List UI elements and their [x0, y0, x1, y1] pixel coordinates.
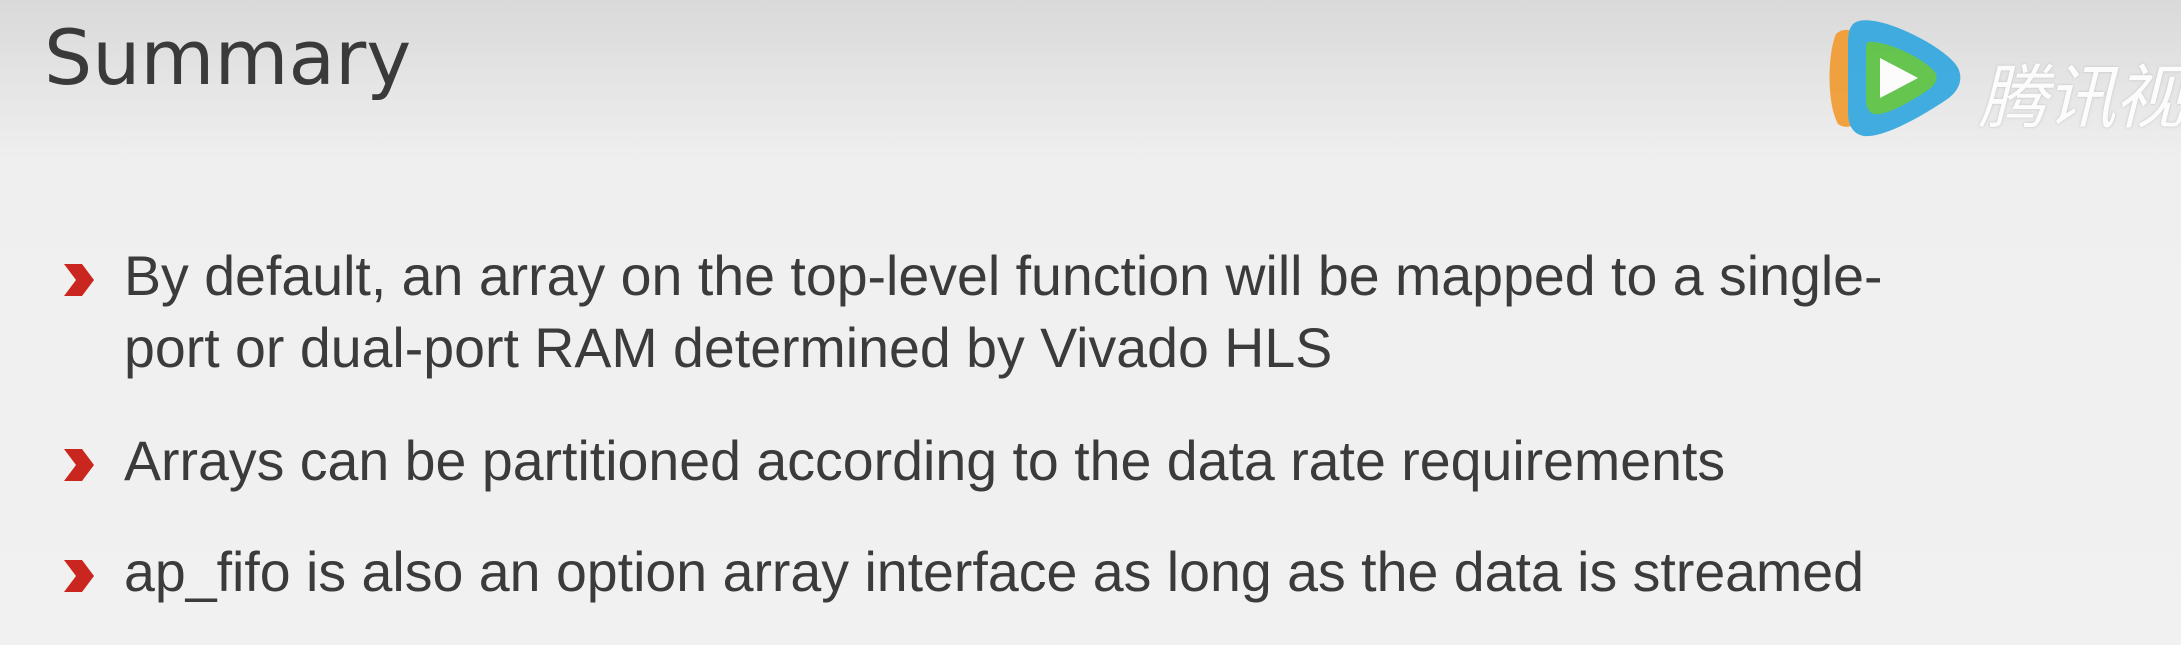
bullet-line: port or dual-port RAM determined by Viva…	[124, 317, 1333, 379]
bullet-line: By default, an array on the top-level fu…	[124, 245, 1883, 307]
watermark-text: 腾讯视	[1978, 57, 2181, 139]
chevron-right-icon	[62, 447, 96, 483]
bullet-line: ap_fifo is also an option array interfac…	[124, 541, 1865, 603]
tencent-video-watermark: 腾讯视	[1818, 12, 2181, 142]
chevron-right-icon	[62, 262, 96, 298]
slide-title: Summary	[44, 13, 412, 102]
tencent-video-play-icon	[1829, 20, 1961, 137]
bullet-line: Arrays can be partitioned according to t…	[124, 430, 1726, 492]
chevron-right-icon	[62, 558, 96, 594]
